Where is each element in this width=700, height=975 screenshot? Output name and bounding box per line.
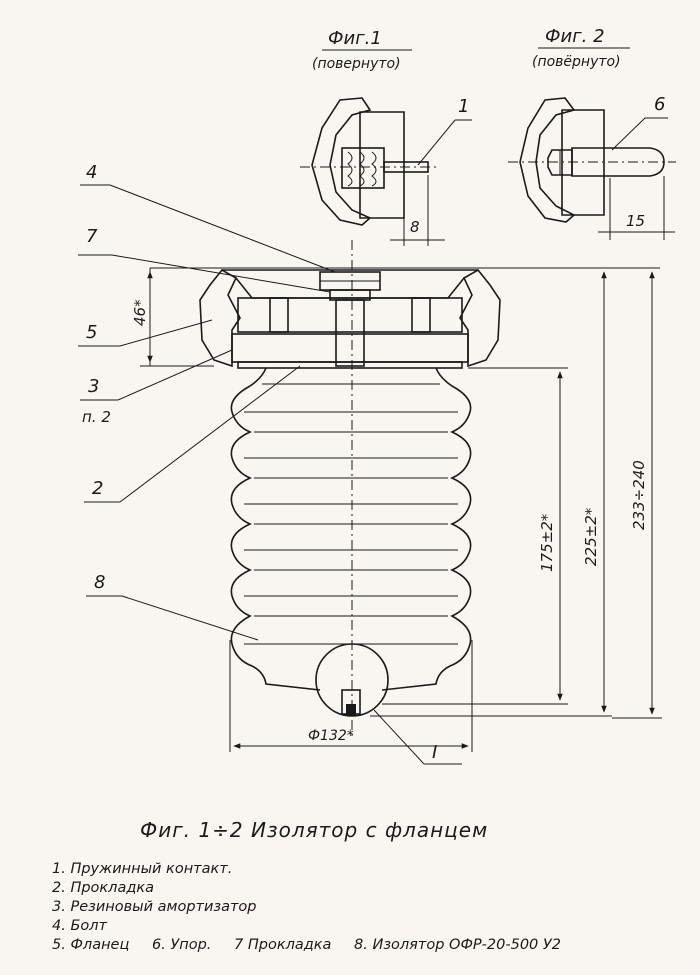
legend-item-4: 4. Болт	[52, 918, 107, 934]
dim-15: 15	[626, 212, 645, 230]
callout-6: 6	[654, 94, 665, 115]
dim-225: 225±2*	[582, 507, 600, 566]
fig1-detail: Фиг.1 (повернуто) 1 8	[300, 28, 472, 246]
callout-8: 8	[94, 572, 105, 593]
dim-175: 175±2*	[538, 513, 556, 572]
callout-I: I	[432, 742, 437, 763]
dim-8: 8	[410, 218, 420, 236]
fig1-subtitle: (повернуто)	[312, 56, 401, 72]
figure-caption: Фиг. 1÷2 Изолятор с фланцем	[140, 818, 489, 842]
parts-legend: 1. Пружинный контакт. 2. Прокладка 3. Ре…	[52, 860, 692, 955]
callout-2: 2	[92, 478, 103, 499]
legend-item-8: 8. Изолятор ОФР-20-500 У2	[354, 937, 561, 953]
legend-item-7: 7 Прокладка	[234, 937, 332, 953]
callout-3: 3	[88, 376, 99, 397]
callout-7: 7	[86, 226, 98, 247]
fig2-detail: Фиг. 2 (повёрнуто) 6 15	[508, 26, 676, 240]
legend-item-1: 1. Пружинный контакт.	[52, 861, 233, 877]
main-assembly: 4 7 5 3 п. 2 2 8 I 46*	[78, 162, 662, 765]
callout-1: 1	[458, 96, 469, 117]
dim-dia132: Ф132*	[308, 728, 354, 744]
legend-row-last: 5. Фланец 6. Упор. 7 Прокладка 8. Изолят…	[52, 936, 692, 955]
callout-3-subnote: п. 2	[82, 408, 111, 426]
fig2-title: Фиг. 2	[545, 26, 605, 47]
dim-46: 46*	[131, 299, 149, 326]
callout-4: 4	[86, 162, 97, 183]
dim-233: 233÷240	[630, 460, 648, 530]
fig1-title: Фиг.1	[328, 28, 382, 49]
legend-item-5: 5. Фланец	[52, 937, 130, 953]
callout-5: 5	[86, 322, 97, 343]
legend-item-3: 3. Резиновый амортизатор	[52, 899, 257, 915]
fig2-subtitle: (повёрнуто)	[532, 54, 621, 70]
legend-item-2: 2. Прокладка	[52, 880, 155, 896]
legend-item-6: 6. Упор.	[151, 937, 212, 953]
